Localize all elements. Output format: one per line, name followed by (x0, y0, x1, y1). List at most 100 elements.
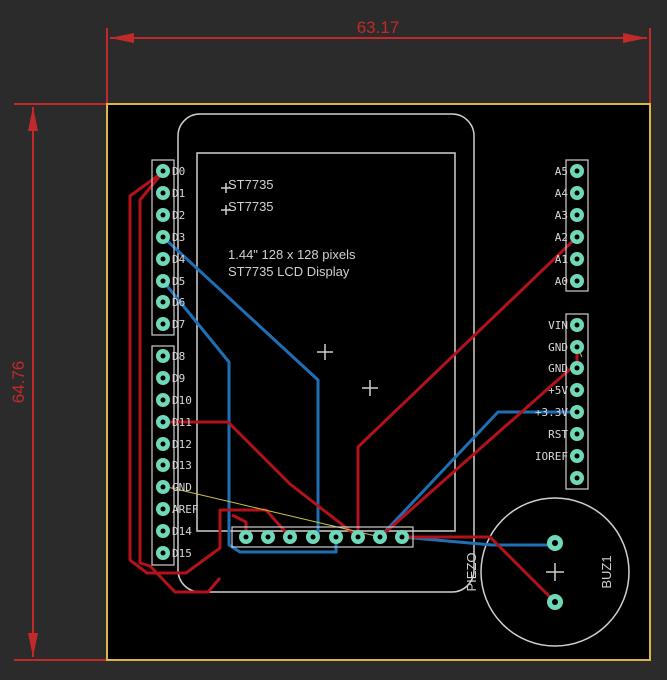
buzzer-ref-label: BUZ1 (599, 555, 614, 588)
header-pin: D14 (156, 524, 192, 538)
pin-label: GND (172, 481, 192, 494)
pin-label: D2 (172, 209, 185, 222)
lcd-desc-line1: 1.44" 128 x 128 pixels (228, 247, 356, 262)
dimension-height: 64.76 (9, 103, 107, 661)
power-header: VIN GND GND +5V +3.3V RST IOREF (535, 318, 584, 485)
digital-header-top: D0 D1 D2 D3 D4 D5 D6 D7 (156, 164, 186, 331)
pin-label: +3.3V (535, 406, 568, 419)
lcd-pin (351, 530, 365, 544)
header-pin: VIN (548, 318, 584, 332)
power-header-outline (565, 313, 589, 490)
lcd-pin (373, 530, 387, 544)
pin-label: D4 (172, 253, 186, 266)
height-label: 64.76 (9, 361, 28, 404)
header-pin: GND (156, 480, 192, 494)
lcd-header (239, 530, 409, 544)
analog-header-outline (565, 159, 589, 292)
header-pin: D13 (156, 458, 192, 472)
pin-label: D1 (172, 187, 185, 200)
header-pin: D11 (156, 415, 192, 429)
pin-label: A1 (555, 253, 568, 266)
airwire (162, 485, 381, 538)
lcd-header-outline (231, 526, 414, 548)
header-pin: A3 (555, 208, 584, 222)
lcd-pin (306, 530, 320, 544)
pin-label: AREF (172, 503, 199, 516)
buzzer-outline (480, 497, 630, 647)
header-pin: D3 (156, 230, 185, 244)
header-pin: A5 (555, 164, 584, 178)
pin-label: D12 (172, 438, 192, 451)
header-pin: D0 (156, 164, 185, 178)
pin-label: D13 (172, 459, 192, 472)
lcd-desc-line2: ST7735 LCD Display (228, 264, 350, 279)
pin-label: A2 (555, 231, 568, 244)
header-pin: A1 (555, 252, 584, 266)
header-pin: A2 (555, 230, 584, 244)
header-pin: AREF (156, 502, 199, 516)
pin-label: D15 (172, 547, 192, 560)
header-pin: D10 (156, 393, 192, 407)
digital-header-top-outline (151, 159, 175, 336)
header-pin: A4 (555, 186, 584, 200)
dimension-width: 63.17 (106, 18, 651, 104)
lcd-screen-outline (196, 152, 456, 532)
header-pin: D6 (156, 295, 185, 309)
pin-label: GND (548, 341, 568, 354)
lcd-pin (395, 530, 409, 544)
pin-label: D14 (172, 525, 192, 538)
lcd-pin (239, 530, 253, 544)
digital-header-bottom: D8 D9 D10 D11 D12 D13 GND AREF D14 D15 (156, 349, 199, 560)
pin-label: GND (548, 362, 568, 375)
pin-label: +5V (548, 384, 568, 397)
lcd-pin (261, 530, 275, 544)
pin-label: RST (548, 428, 568, 441)
pin-label: A4 (555, 187, 569, 200)
header-pin: D2 (156, 208, 185, 222)
header-pin: RST (548, 427, 584, 441)
lcd-module-outline (177, 113, 475, 593)
pin-label: D0 (172, 165, 185, 178)
header-pin: D4 (156, 252, 186, 266)
analog-header: A5 A4 A3 A2 A1 A0 (555, 164, 584, 288)
header-pin: D12 (156, 437, 192, 451)
header-pin: D7 (156, 317, 185, 331)
lcd-label-a: ST7735 (228, 177, 274, 192)
lcd-pin (283, 530, 297, 544)
width-label: 63.17 (357, 18, 400, 37)
lcd-pin (329, 530, 343, 544)
header-pin: D8 (156, 349, 185, 363)
origin-marks (221, 183, 564, 581)
pin-label: D3 (172, 231, 185, 244)
header-pin: GND (548, 361, 584, 375)
pin-label: VIN (548, 319, 568, 332)
lcd-label-b: ST7735 (228, 199, 274, 214)
buzzer-piezo-label: PIEZO (464, 552, 479, 591)
header-pin: +3.3V (535, 405, 584, 419)
pin-label: A0 (555, 275, 568, 288)
header-pin: A0 (555, 274, 584, 288)
buzzer-pads (547, 535, 563, 610)
pin-label: A5 (555, 165, 568, 178)
pin-label: D6 (172, 296, 185, 309)
board-outline (106, 103, 651, 661)
pin-label: IOREF (535, 450, 568, 463)
pin-label: D7 (172, 318, 185, 331)
pin-label: D10 (172, 394, 192, 407)
pin-label: D8 (172, 350, 185, 363)
header-pin: D9 (156, 371, 185, 385)
pin-label: D5 (172, 275, 185, 288)
header-pin (570, 471, 584, 485)
header-pin: D1 (156, 186, 185, 200)
header-pin: GND (548, 340, 584, 354)
bottom-layer-traces (161, 235, 577, 554)
header-pin: D15 (156, 546, 192, 560)
header-pin: D5 (156, 274, 185, 288)
pin-label: A3 (555, 209, 568, 222)
digital-header-bottom-outline (151, 345, 175, 566)
top-layer-traces (128, 170, 579, 604)
header-pin: +5V (548, 383, 584, 397)
header-pin: IOREF (535, 449, 584, 463)
pin-label: D9 (172, 372, 185, 385)
